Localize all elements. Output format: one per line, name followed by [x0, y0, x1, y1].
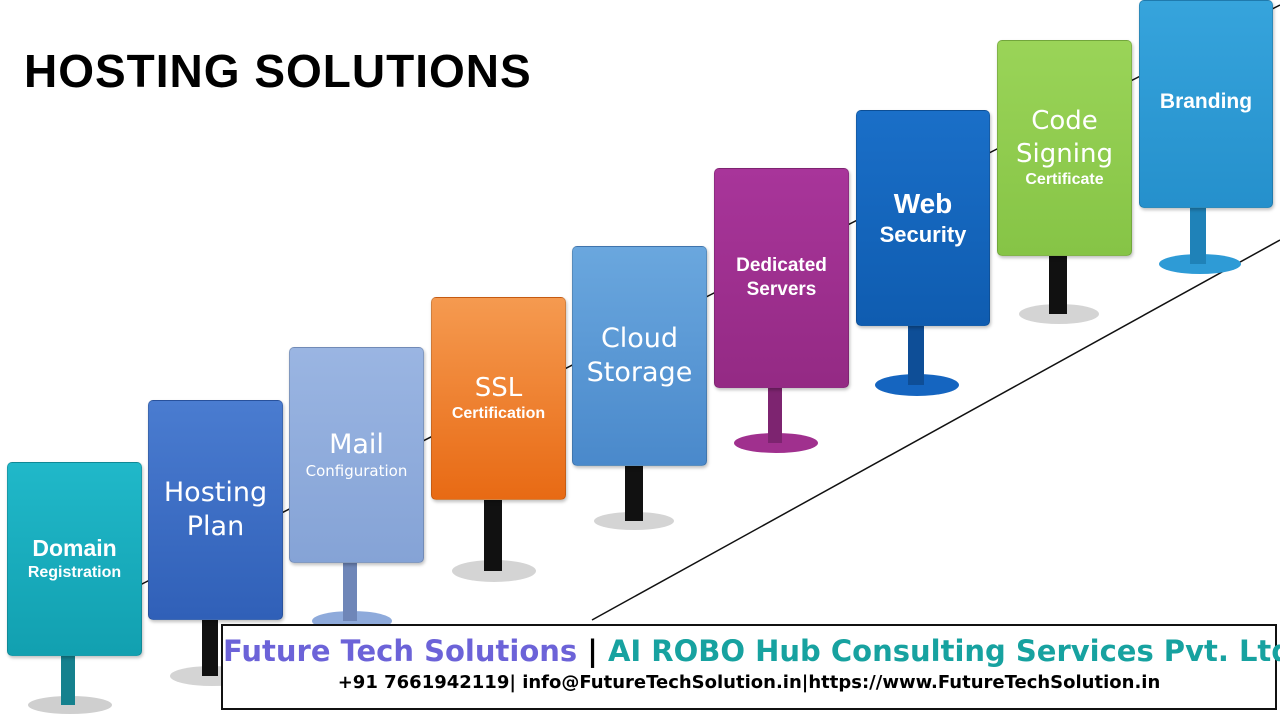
footer-company-line: Future Tech Solutions | AI ROBO Hub Cons… — [223, 634, 1280, 668]
board-post — [1049, 255, 1067, 314]
board-post — [908, 325, 924, 385]
board-post — [625, 465, 643, 521]
board-mail-configuration: Mail Configuration — [289, 347, 424, 563]
board-hosting-plan: Hosting Plan — [148, 400, 283, 620]
board-title: Code Signing — [1016, 106, 1113, 169]
board-dedicated-servers: Dedicated Servers — [714, 168, 849, 388]
board-branding: Branding — [1139, 0, 1273, 208]
board-post — [768, 387, 782, 443]
board-post — [1190, 207, 1206, 264]
board-subtitle: Certificate — [1025, 171, 1104, 189]
board-title: Dedicated — [736, 254, 827, 276]
board-code-signing-certificate: Code Signing Certificate — [997, 40, 1132, 256]
board-subtitle: Certification — [451, 405, 546, 423]
board-title: SSL — [474, 372, 523, 403]
board-subtitle: Security — [879, 222, 967, 248]
board-post — [484, 500, 502, 571]
board-subtitle: Storage — [586, 357, 693, 389]
board-post — [202, 618, 218, 676]
board-post — [343, 562, 357, 621]
footer-contact: +91 7661942119| info@FutureTechSolution.… — [337, 672, 1161, 693]
board-post — [61, 655, 75, 705]
footer-separator: | — [577, 634, 608, 668]
board-web-security: Web Security — [856, 110, 990, 326]
board-domain-registration: Domain Registration — [7, 462, 142, 656]
page-title: HOSTING SOLUTIONS — [24, 45, 532, 97]
board-title: Web — [893, 188, 953, 220]
board-ssl-certification: SSL Certification — [431, 297, 566, 500]
consulting-name: AI ROBO Hub Consulting Services Pvt. Ltd — [607, 634, 1280, 668]
board-title: Cloud — [600, 322, 679, 354]
board-subtitle: Servers — [746, 278, 817, 300]
company-name: Future Tech Solutions — [223, 634, 578, 668]
lower-diagonal-line — [591, 239, 1280, 621]
board-subtitle: Registration — [27, 563, 122, 581]
board-title: Mail — [329, 429, 384, 461]
board-subtitle: Plan — [186, 511, 245, 543]
company-footer: Future Tech Solutions | AI ROBO Hub Cons… — [221, 624, 1280, 710]
board-subtitle: Configuration — [305, 462, 408, 481]
board-cloud-storage: Cloud Storage — [572, 246, 707, 466]
board-title: Domain — [32, 535, 117, 562]
board-title: Hosting — [163, 476, 268, 508]
board-title: Branding — [1159, 90, 1253, 113]
